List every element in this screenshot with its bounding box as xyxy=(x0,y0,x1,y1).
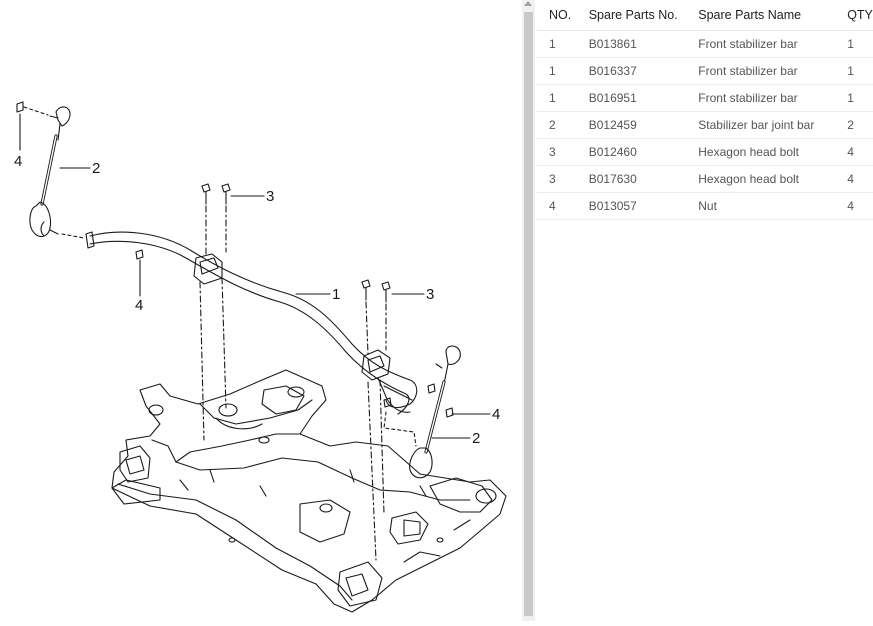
cell-part-name: Nut xyxy=(686,192,836,220)
cell-part-name: Front stabilizer bar xyxy=(686,57,836,85)
cell-part-number: B012459 xyxy=(576,111,687,139)
cell-qty: 4 xyxy=(835,192,873,220)
table-row[interactable]: 4 B013057 Nut 4 xyxy=(537,192,873,220)
exploded-parts-diagram: 1 2 2 3 3 4 4 4 xyxy=(14,101,507,613)
cell-qty: 1 xyxy=(835,57,873,85)
callout-1: 1 xyxy=(332,286,340,303)
cell-qty: 4 xyxy=(835,138,873,166)
subframe xyxy=(111,369,507,613)
vertical-scrollbar[interactable] xyxy=(522,0,535,621)
leader-lines xyxy=(19,113,491,439)
table-row[interactable]: 3 B017630 Hexagon head bolt 4 xyxy=(537,165,873,193)
cell-no: 3 xyxy=(537,165,577,193)
scroll-up-arrow-icon[interactable] xyxy=(524,1,532,6)
cell-part-number: B013861 xyxy=(576,30,687,58)
cell-no: 1 xyxy=(537,84,577,112)
scrollbar-thumb[interactable] xyxy=(524,12,533,616)
cell-no: 1 xyxy=(537,30,577,58)
callout-4-right: 4 xyxy=(492,406,500,423)
right-nuts xyxy=(383,383,454,447)
cell-no: 2 xyxy=(537,111,577,139)
header-part-name: Spare Parts Name xyxy=(686,0,836,31)
table-row[interactable]: 1 B013861 Front stabilizer bar 1 xyxy=(537,30,873,58)
left-nut-upper xyxy=(16,101,49,116)
cell-qty: 4 xyxy=(835,165,873,193)
table-row[interactable]: 2 B012459 Stabilizer bar joint bar 2 xyxy=(537,111,873,139)
cell-no: 4 xyxy=(537,192,577,220)
cell-part-name: Stabilizer bar joint bar xyxy=(686,111,836,139)
callout-2-left: 2 xyxy=(92,160,100,177)
nut-left-bar xyxy=(135,249,144,260)
cell-no: 3 xyxy=(537,138,577,166)
stabilizer-bar xyxy=(61,231,418,415)
callout-4-lower-left: 4 xyxy=(135,297,143,314)
cell-qty: 2 xyxy=(835,111,873,139)
parts-table: NO. Spare Parts No. Spare Parts Name QTY… xyxy=(537,0,873,220)
table-header-row: NO. Spare Parts No. Spare Parts Name QTY xyxy=(537,0,873,31)
cell-part-number: B017630 xyxy=(576,165,687,193)
header-qty: QTY xyxy=(835,0,873,31)
cell-part-number: B013057 xyxy=(576,192,687,220)
cell-part-number: B016337 xyxy=(576,57,687,85)
cell-part-name: Front stabilizer bar xyxy=(686,30,836,58)
cell-no: 1 xyxy=(537,57,577,85)
diagram-drawing: 1 2 2 3 3 4 4 4 xyxy=(14,101,507,613)
bolts-left xyxy=(199,183,231,441)
callout-2-right: 2 xyxy=(472,430,480,447)
cell-part-number: B016951 xyxy=(576,84,687,112)
cell-qty: 1 xyxy=(835,84,873,112)
cell-part-name: Front stabilizer bar xyxy=(686,84,836,112)
cell-part-number: B012460 xyxy=(576,138,687,166)
table-row[interactable]: 1 B016337 Front stabilizer bar 1 xyxy=(537,57,873,85)
left-stabilizer-link xyxy=(29,106,71,238)
right-stabilizer-link xyxy=(409,345,461,479)
header-part-number: Spare Parts No. xyxy=(576,0,687,31)
callout-3-right: 3 xyxy=(426,286,434,303)
table-row[interactable]: 1 B016951 Front stabilizer bar 1 xyxy=(537,84,873,112)
cell-part-name: Hexagon head bolt xyxy=(686,138,836,166)
cell-qty: 1 xyxy=(835,30,873,58)
parts-list-panel: NO. Spare Parts No. Spare Parts Name QTY… xyxy=(537,0,873,621)
table-row[interactable]: 3 B012460 Hexagon head bolt 4 xyxy=(537,138,873,166)
header-no: NO. xyxy=(537,0,577,31)
callout-3-left: 3 xyxy=(266,188,274,205)
cell-part-name: Hexagon head bolt xyxy=(686,165,836,193)
callout-4-upper-left: 4 xyxy=(14,153,22,170)
bolts-right xyxy=(361,279,391,561)
